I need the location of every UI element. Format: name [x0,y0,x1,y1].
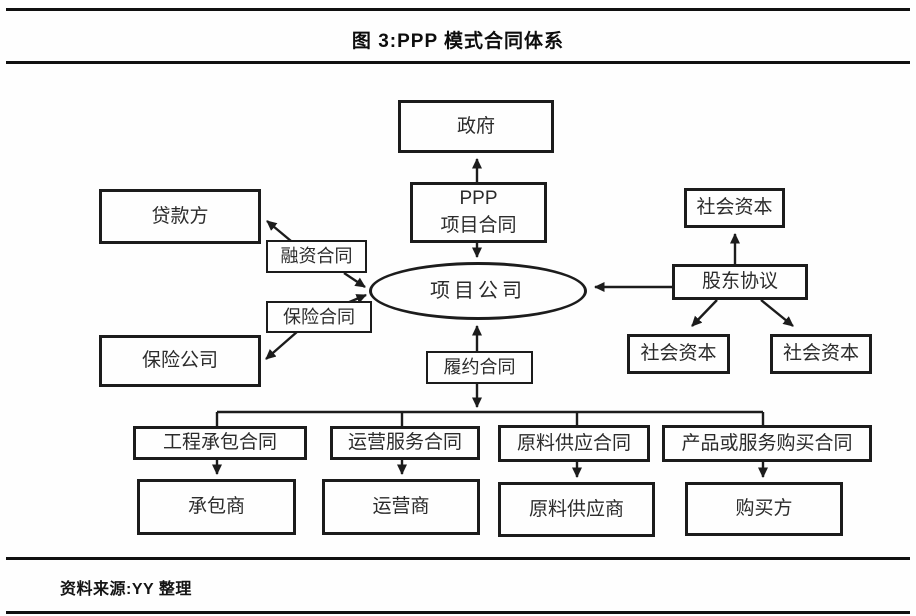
node-material-supply-contract: 原料供应合同 [498,425,650,462]
figure-title: 图 3:PPP 模式合同体系 [351,31,565,52]
node-operation-service-contract: 运营服务合同 [330,426,480,460]
source-line: 资料来源:YY 整理 [60,581,192,598]
ppp-contract-label-line2: 项目合同 [440,214,517,236]
node-performance-contract: 履约合同 [426,351,533,384]
node-buyer: 购买方 [685,482,843,536]
node-financing-contract: 融资合同 [266,240,367,273]
node-construction-contract: 工程承包合同 [133,426,307,460]
title-divider-rule [6,61,910,64]
edge-shareholder-to-social-capital-left [691,299,718,327]
edge-insurance-to-insurance-company [265,330,299,360]
node-insurance-company: 保险公司 [99,335,261,387]
node-project-company: 项目公司 [369,262,587,320]
edge-financing-to-project-company [343,272,366,288]
top-rule [6,8,910,11]
edge-shareholder-to-social-capital-right [760,299,794,327]
node-operator: 运营商 [322,479,480,535]
edge-performance-distribution-bus [215,410,765,426]
node-lender: 贷款方 [99,189,261,244]
node-social-capital-top: 社会资本 [684,188,785,228]
source-divider-rule [6,557,910,560]
node-government: 政府 [398,100,554,153]
node-material-supplier: 原料供应商 [498,482,655,537]
bottom-rule [6,611,910,614]
ppp-contract-label-line1: PPP [459,187,498,209]
node-ppp-project-contract: PPP 项目合同 [410,182,547,243]
node-social-capital-right: 社会资本 [770,334,872,374]
node-product-purchase-contract: 产品或服务购买合同 [662,425,872,462]
node-social-capital-left: 社会资本 [627,334,730,374]
node-shareholder-agreement: 股东协议 [672,264,808,300]
node-insurance-contract: 保险合同 [266,301,372,333]
node-contractor: 承包商 [137,479,296,535]
